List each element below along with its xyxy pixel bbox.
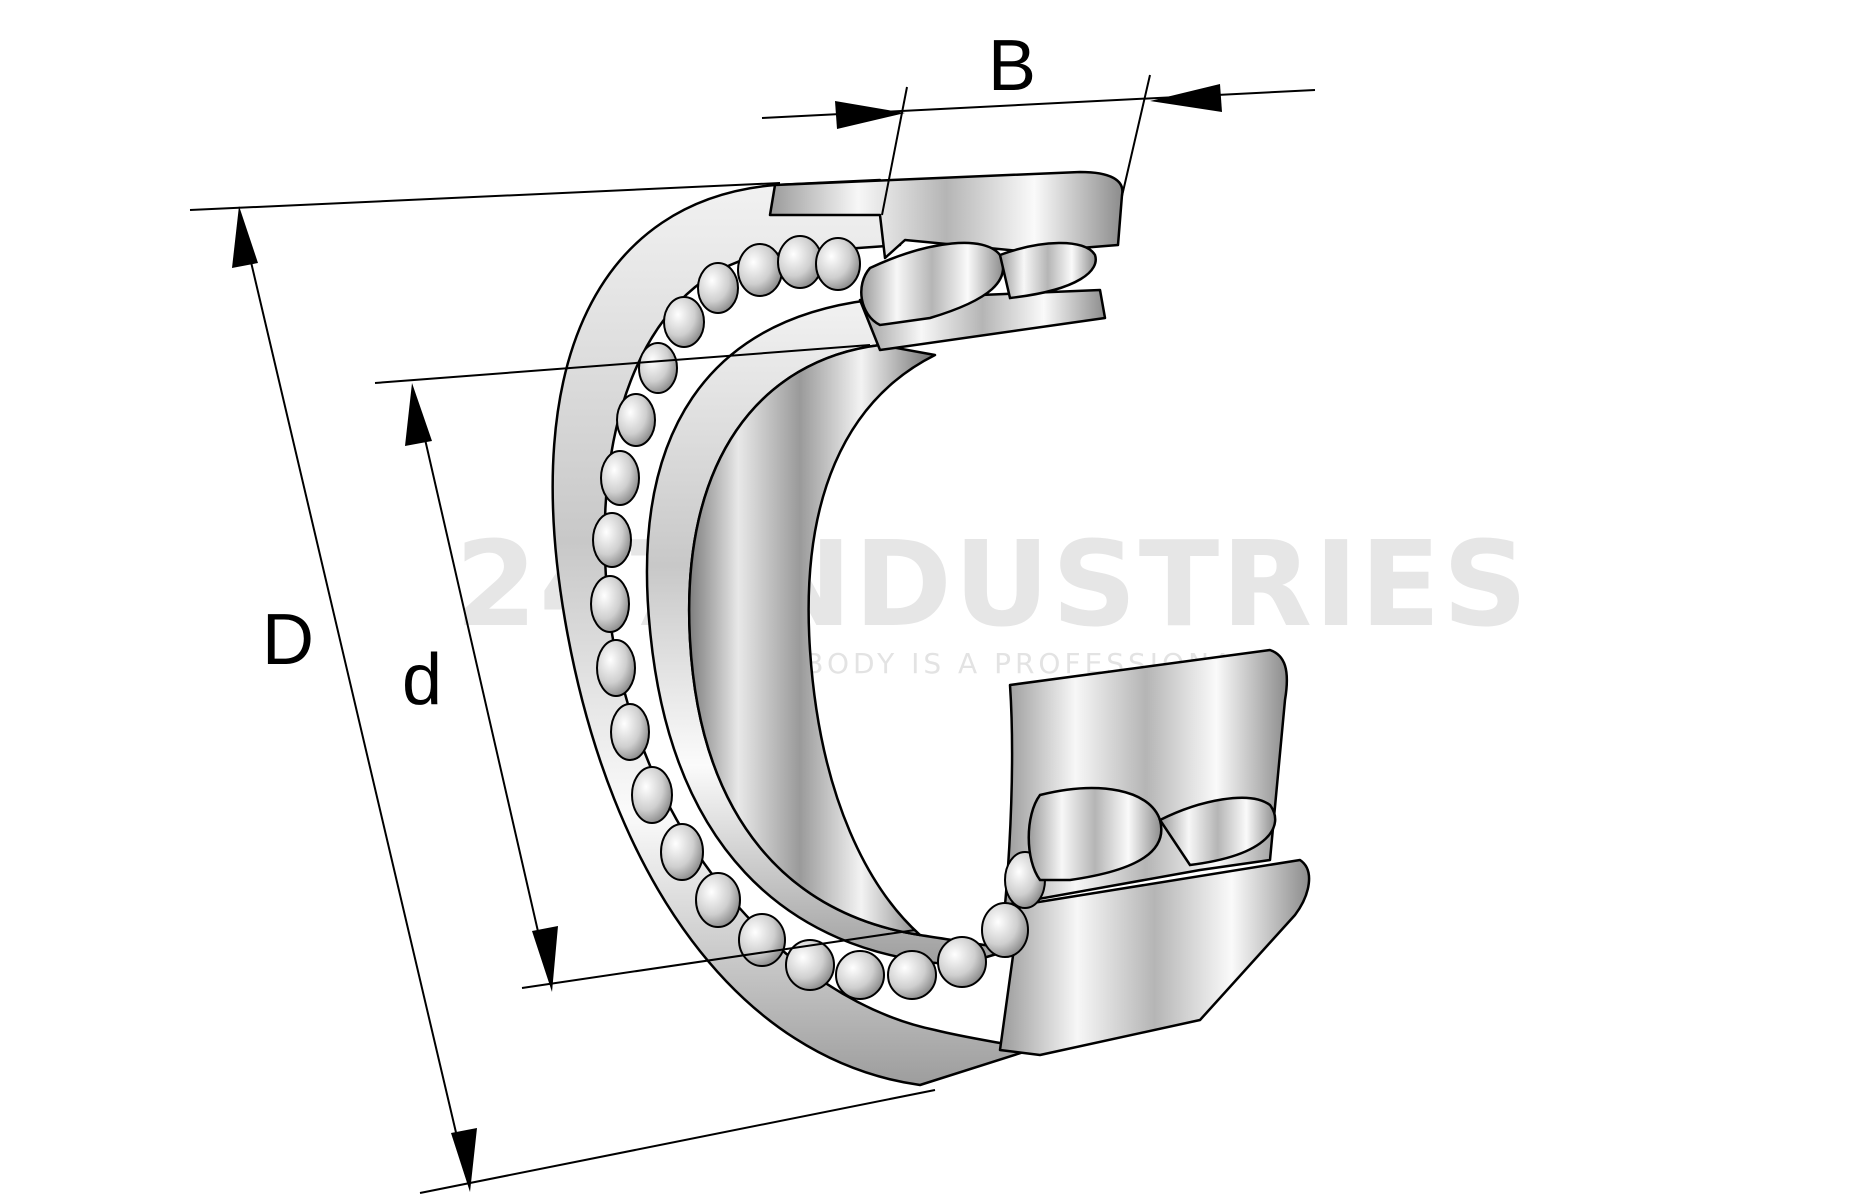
section-rollers — [860, 241, 1277, 882]
roller — [610, 703, 650, 761]
b-extension-right — [1121, 74, 1151, 197]
roller — [697, 262, 739, 314]
roller — [981, 902, 1029, 958]
roller — [815, 237, 861, 291]
roller — [738, 913, 786, 967]
barrel-roller-bottom — [1027, 786, 1163, 882]
barrel-roller-top-2 — [998, 241, 1097, 300]
b-arrow-right — [1150, 84, 1222, 112]
d-bore-extension-bottom — [521, 929, 916, 989]
roller — [596, 639, 636, 697]
dimension-label-width: B — [988, 26, 1036, 106]
outer-ring-bottom-section — [998, 858, 1311, 1057]
roller — [590, 575, 630, 633]
dimension-label-bore-diameter: d — [402, 640, 442, 720]
roller — [592, 512, 632, 568]
d-bore-arrow-top — [405, 383, 432, 446]
d-outer-arrow-bottom — [451, 1128, 477, 1192]
roller — [785, 939, 835, 991]
roller — [887, 950, 937, 1000]
d-bore-arrow-bottom — [532, 926, 558, 992]
dimension-label-outer-diameter: D — [262, 600, 314, 680]
roller — [600, 450, 640, 506]
dimension-arrows — [232, 84, 1222, 1192]
barrel-roller-bottom-2 — [1158, 796, 1277, 867]
roller — [616, 393, 656, 447]
d-outer-dimension-line — [242, 227, 467, 1176]
roller — [631, 766, 673, 824]
d-outer-extension-bottom — [419, 1089, 936, 1194]
watermark-brand: 247INDUSTRIES — [455, 515, 1530, 653]
outer-ring-top-section — [768, 170, 1124, 260]
d-bore-extension-top — [374, 344, 871, 384]
dimension-lines — [189, 74, 1316, 1194]
b-arrow-left — [835, 101, 905, 129]
roller — [663, 296, 705, 348]
d-outer-extension-top — [189, 182, 781, 211]
roller — [737, 243, 783, 297]
watermark: 247INDUSTRIES EVERYBODY IS A PROFESSIONA… — [455, 515, 1530, 680]
barrel-roller-top — [860, 241, 1005, 327]
roller — [638, 342, 678, 394]
roller — [695, 872, 741, 928]
bore-surface — [687, 343, 937, 937]
roller — [835, 950, 885, 1000]
d-outer-arrow-top — [232, 206, 258, 268]
roller — [660, 823, 704, 881]
roller — [937, 936, 987, 988]
b-extension-left — [881, 86, 908, 216]
d-bore-dimension-line — [415, 399, 549, 976]
